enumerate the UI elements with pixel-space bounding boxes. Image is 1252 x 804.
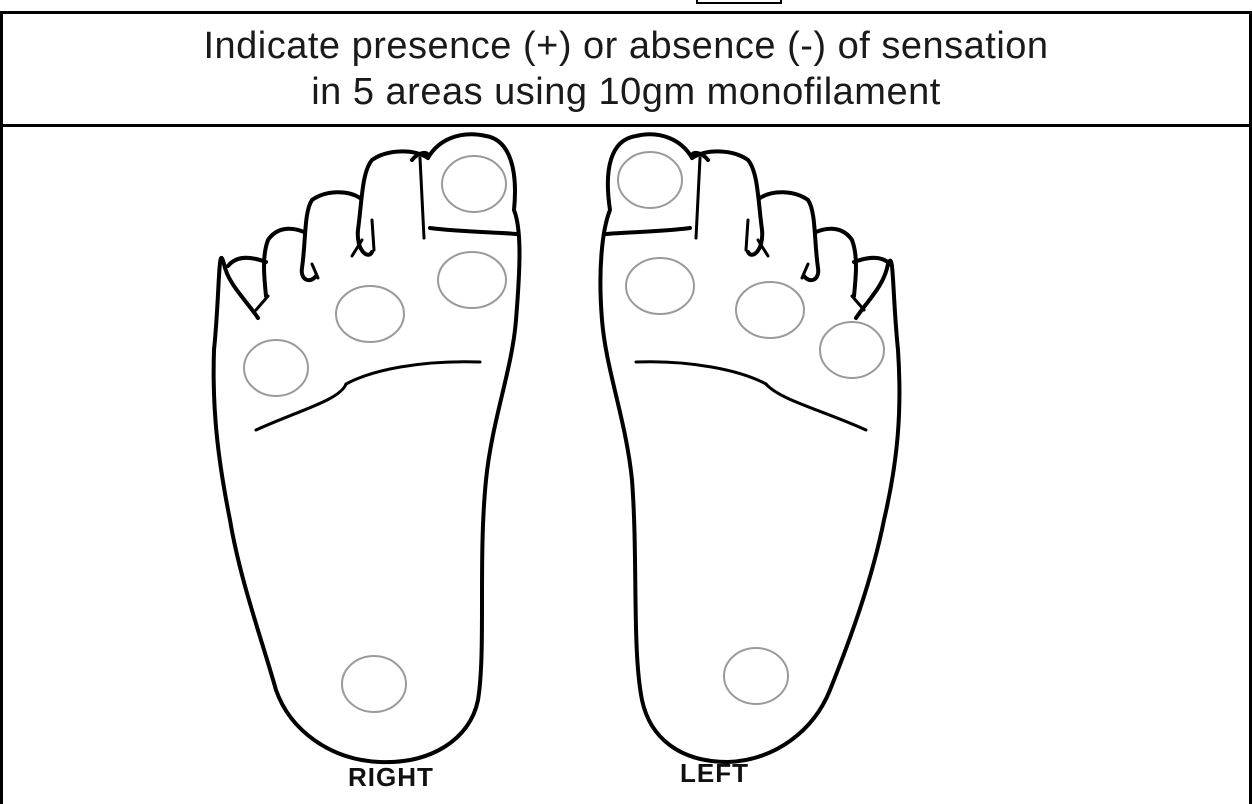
right-site-fifth-metatarsal (244, 340, 308, 396)
right-site-great-toe (442, 156, 506, 212)
left-site-fifth-metatarsal (820, 322, 884, 378)
right-site-first-metatarsal (438, 252, 506, 308)
right-test-sites (244, 156, 506, 712)
right-toe-3 (302, 192, 360, 280)
right-great-toe-base (430, 228, 516, 234)
left-site-heel (724, 648, 788, 704)
left-toe-4 (816, 229, 856, 296)
left-test-sites (618, 152, 884, 704)
right-foot (214, 134, 520, 762)
right-foot-outline (214, 134, 520, 762)
left-site-third-metatarsal (736, 282, 804, 338)
right-toe-gaps (256, 158, 424, 310)
right-arch-curve (256, 384, 346, 430)
left-toe-gaps (696, 158, 864, 310)
left-foot-outline (600, 134, 899, 762)
left-arch-line (636, 362, 766, 384)
left-great-toe-base (606, 228, 690, 234)
right-toe-4 (264, 229, 304, 296)
left-toe-3 (760, 192, 818, 280)
left-foot-label: LEFT (680, 758, 749, 789)
left-site-first-metatarsal (626, 258, 694, 314)
right-foot-label: RIGHT (348, 762, 434, 793)
left-site-great-toe (618, 152, 682, 208)
right-toe-5 (228, 258, 266, 266)
right-toe-2 (358, 151, 428, 254)
right-arch-line (346, 362, 480, 384)
left-foot (600, 134, 899, 762)
left-toe-2 (692, 151, 762, 254)
right-site-third-metatarsal (336, 286, 404, 342)
right-site-heel (342, 656, 406, 712)
left-arch-curve (766, 384, 866, 430)
